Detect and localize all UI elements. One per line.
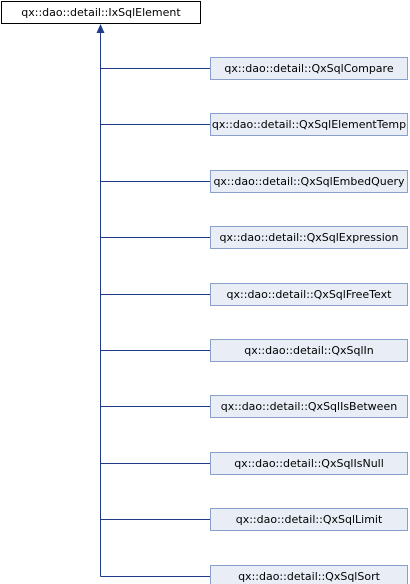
derived-class-label: qx::dao::detail::QxSqlElementTemp (212, 118, 406, 131)
base-class-box (1, 1, 201, 24)
derived-class-node[interactable]: qx::dao::detail::QxSqlEmbedQuery (210, 170, 408, 193)
derived-class-label: qx::dao::detail::QxSqlFreeText (227, 288, 393, 301)
derived-class-label: qx::dao::detail::QxSqlEmbedQuery (213, 175, 405, 188)
derived-class-node[interactable]: qx::dao::detail::QxSqlIn (210, 339, 408, 362)
base-class-label: qx::dao::detail::IxSqlElement (21, 6, 181, 19)
derived-class-box (210, 57, 408, 80)
inheritance-edges (96, 24, 211, 577)
derived-class-node[interactable]: qx::dao::detail::QxSqlIsBetween (210, 395, 408, 418)
derived-class-box (210, 113, 408, 136)
derived-class-box (210, 283, 408, 306)
derived-class-box (210, 339, 408, 362)
derived-class-node[interactable]: qx::dao::detail::QxSqlCompare (210, 57, 408, 80)
derived-class-label: qx::dao::detail::QxSqlIsNull (234, 457, 384, 470)
derived-class-label: qx::dao::detail::QxSqlIn (244, 344, 374, 357)
derived-class-list: qx::dao::detail::QxSqlCompareqx::dao::de… (210, 57, 408, 584)
derived-class-box (210, 170, 408, 193)
derived-class-label: qx::dao::detail::QxSqlSort (238, 570, 381, 583)
base-class-node[interactable]: qx::dao::detail::IxSqlElement (1, 1, 201, 24)
derived-class-box (210, 565, 408, 584)
derived-class-box (210, 508, 408, 531)
derived-class-node[interactable]: qx::dao::detail::QxSqlExpression (210, 226, 408, 249)
derived-class-box (210, 395, 408, 418)
derived-class-label: qx::dao::detail::QxSqlExpression (220, 231, 399, 244)
derived-class-node[interactable]: qx::dao::detail::QxSqlFreeText (210, 283, 408, 306)
derived-class-node[interactable]: qx::dao::detail::QxSqlSort (210, 565, 408, 584)
derived-class-node[interactable]: qx::dao::detail::QxSqlElementTemp (210, 113, 408, 136)
derived-class-label: qx::dao::detail::QxSqlIsBetween (221, 400, 397, 413)
derived-class-node[interactable]: qx::dao::detail::QxSqlIsNull (210, 452, 408, 475)
derived-class-label: qx::dao::detail::QxSqlLimit (236, 513, 383, 526)
derived-class-node[interactable]: qx::dao::detail::QxSqlLimit (210, 508, 408, 531)
derived-class-label: qx::dao::detail::QxSqlCompare (224, 62, 393, 75)
derived-class-box (210, 226, 408, 249)
inheritance-arrowhead-icon (96, 24, 105, 33)
derived-class-box (210, 452, 408, 475)
